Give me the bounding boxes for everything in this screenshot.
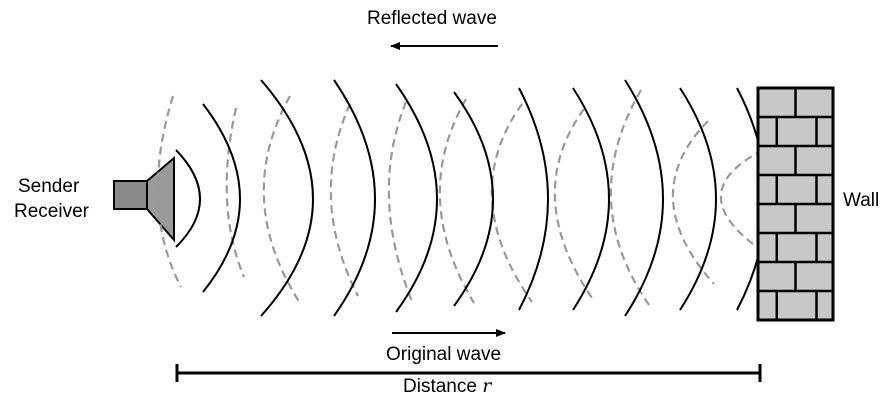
reflected-wave-fronts [156,89,771,306]
reflected-wave-front [671,120,715,285]
distance-bar [175,364,762,382]
original-wave-fronts [175,79,767,317]
original-wave-front [260,79,314,317]
wall-label: Wall [843,190,880,211]
reflected-wave-label: Reflected wave [367,8,497,29]
reflected-wave-front [438,98,475,304]
reflected-wave-front [490,103,533,303]
reflected-wave-front [553,108,593,299]
original-wave-front [572,87,610,311]
distance-label: Distance r [403,375,491,398]
original-wave-front [395,83,438,313]
brick-wall-icon [756,86,835,322]
original-wave-front [624,79,664,317]
reflected-wave-front [156,95,182,288]
original-wave-front [175,149,201,248]
distance-symbol: r [482,375,492,397]
receiver-label: Receiver [14,201,89,222]
reflected-wave-front [225,107,246,278]
original-wave-front [518,87,549,311]
reflected-wave-front [719,149,771,257]
reflected-wave-front [329,103,359,297]
reflected-wave-front [609,89,650,306]
distance-text: Distance [403,376,483,397]
original-wave-front [679,87,717,311]
original-wave-front [202,103,241,293]
speaker-icon [113,155,175,243]
original-wave-front [453,91,494,307]
original-wave-front [333,79,376,317]
original-wave-label: Original wave [386,344,502,365]
reflected-wave-front [262,95,301,304]
reflected-wave-front [387,101,415,305]
sender-label: Sender [18,176,80,197]
